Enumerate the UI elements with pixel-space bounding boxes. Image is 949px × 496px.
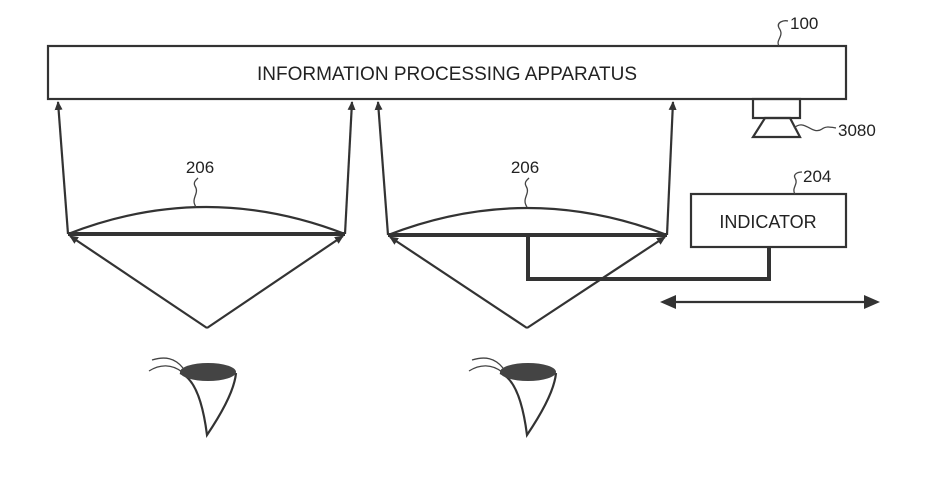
information-processing-apparatus: INFORMATION PROCESSING APPARATUS 100 — [46, 14, 848, 101]
lens-left: 206 — [54, 101, 356, 329]
apparatus-label: INFORMATION PROCESSING APPARATUS — [257, 64, 637, 85]
lens-right: 206 — [374, 101, 677, 329]
double-arrow-icon — [660, 295, 880, 309]
apparatus-box — [46, 44, 848, 101]
speaker-icon: 3080 — [751, 97, 876, 140]
ref-leader-100 — [777, 20, 789, 47]
eye-icon-left — [148, 357, 238, 439]
indicator: INDICATOR 204 — [689, 167, 848, 249]
eye-icon-right — [468, 357, 558, 439]
ref-206-left: 206 — [186, 158, 214, 177]
ref-204: 204 — [803, 167, 831, 186]
indicator-label: INDICATOR — [719, 212, 816, 232]
ref-206-right: 206 — [511, 158, 539, 177]
ref-3080: 3080 — [838, 121, 876, 140]
indicator-connector — [526, 236, 771, 281]
ref-100: 100 — [790, 14, 818, 33]
